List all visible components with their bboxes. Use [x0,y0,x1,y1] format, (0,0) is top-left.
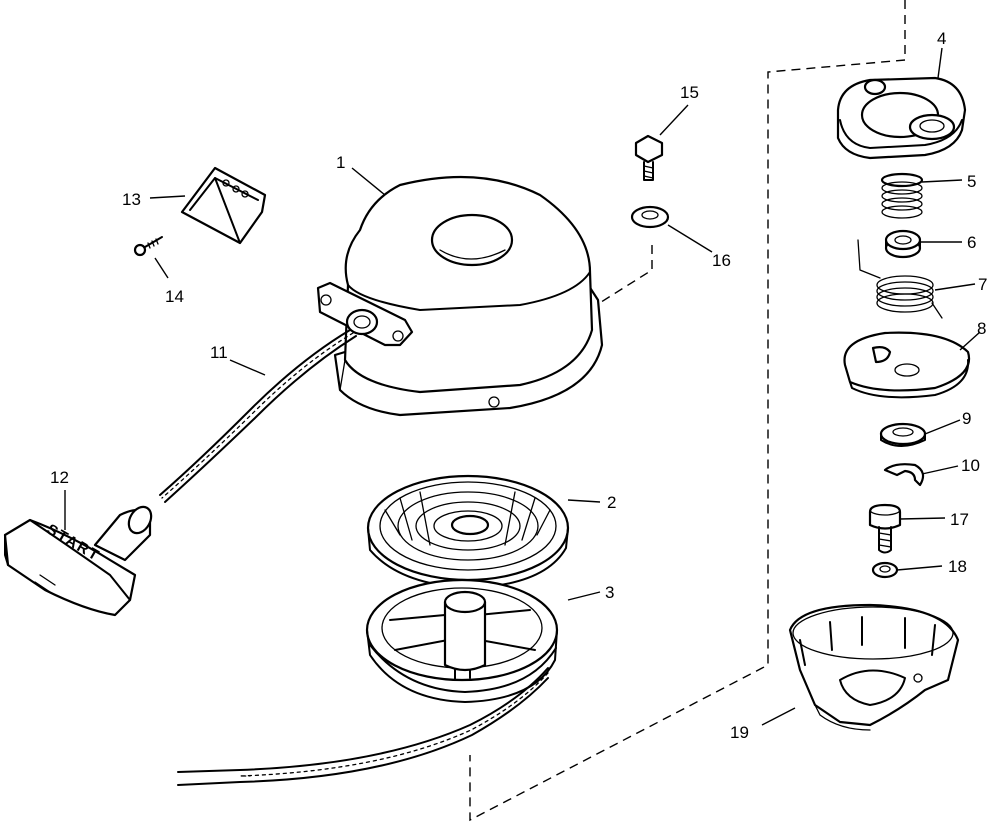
callout-16: 16 [712,251,731,270]
callout-7: 7 [978,275,987,294]
part-15-bolt [634,134,664,181]
callout-13: 13 [122,190,141,209]
callout-numbers: 1 2 3 4 5 6 7 8 9 10 11 12 13 14 15 16 1… [50,29,987,742]
part-16-washer [630,205,670,229]
part-19-starter-cup [788,603,960,731]
callout-9: 9 [962,409,971,428]
part-14-screw [133,236,163,257]
leader-lines [64,47,981,726]
part-17-shoulder-screw [868,503,902,554]
callout-17: 17 [950,510,969,529]
part-7-torsion-spring [857,239,943,319]
part-3-pulley [365,578,559,703]
part-8-friction-plate [843,331,971,399]
assembly-boundary-line [469,0,906,822]
callout-6: 6 [967,233,976,252]
part-4-pawl-plate [836,76,967,160]
callout-12: 12 [50,468,69,487]
callout-8: 8 [977,319,986,338]
part-10-e-clip [883,463,925,487]
callout-4: 4 [937,29,946,48]
part-13-retainer-bracket [180,166,267,245]
part-2-spring-cup [366,474,570,589]
part-18-washer [871,561,899,579]
callout-5: 5 [967,172,976,191]
callout-15: 15 [680,83,699,102]
part-5-spring [880,172,924,219]
callout-10: 10 [961,456,980,475]
callout-11: 11 [210,343,228,362]
callout-2: 2 [607,493,616,512]
part-11-starter-rope [159,329,549,786]
callout-3: 3 [605,583,614,602]
part-12-start-handle: START [3,505,153,617]
callout-1: 1 [336,153,345,172]
callout-19: 19 [730,723,749,742]
callout-18: 18 [948,557,967,576]
part-6-bushing [884,229,922,259]
callout-14: 14 [165,287,184,306]
part-1-housing [316,175,604,417]
part-9-washer [879,422,927,447]
